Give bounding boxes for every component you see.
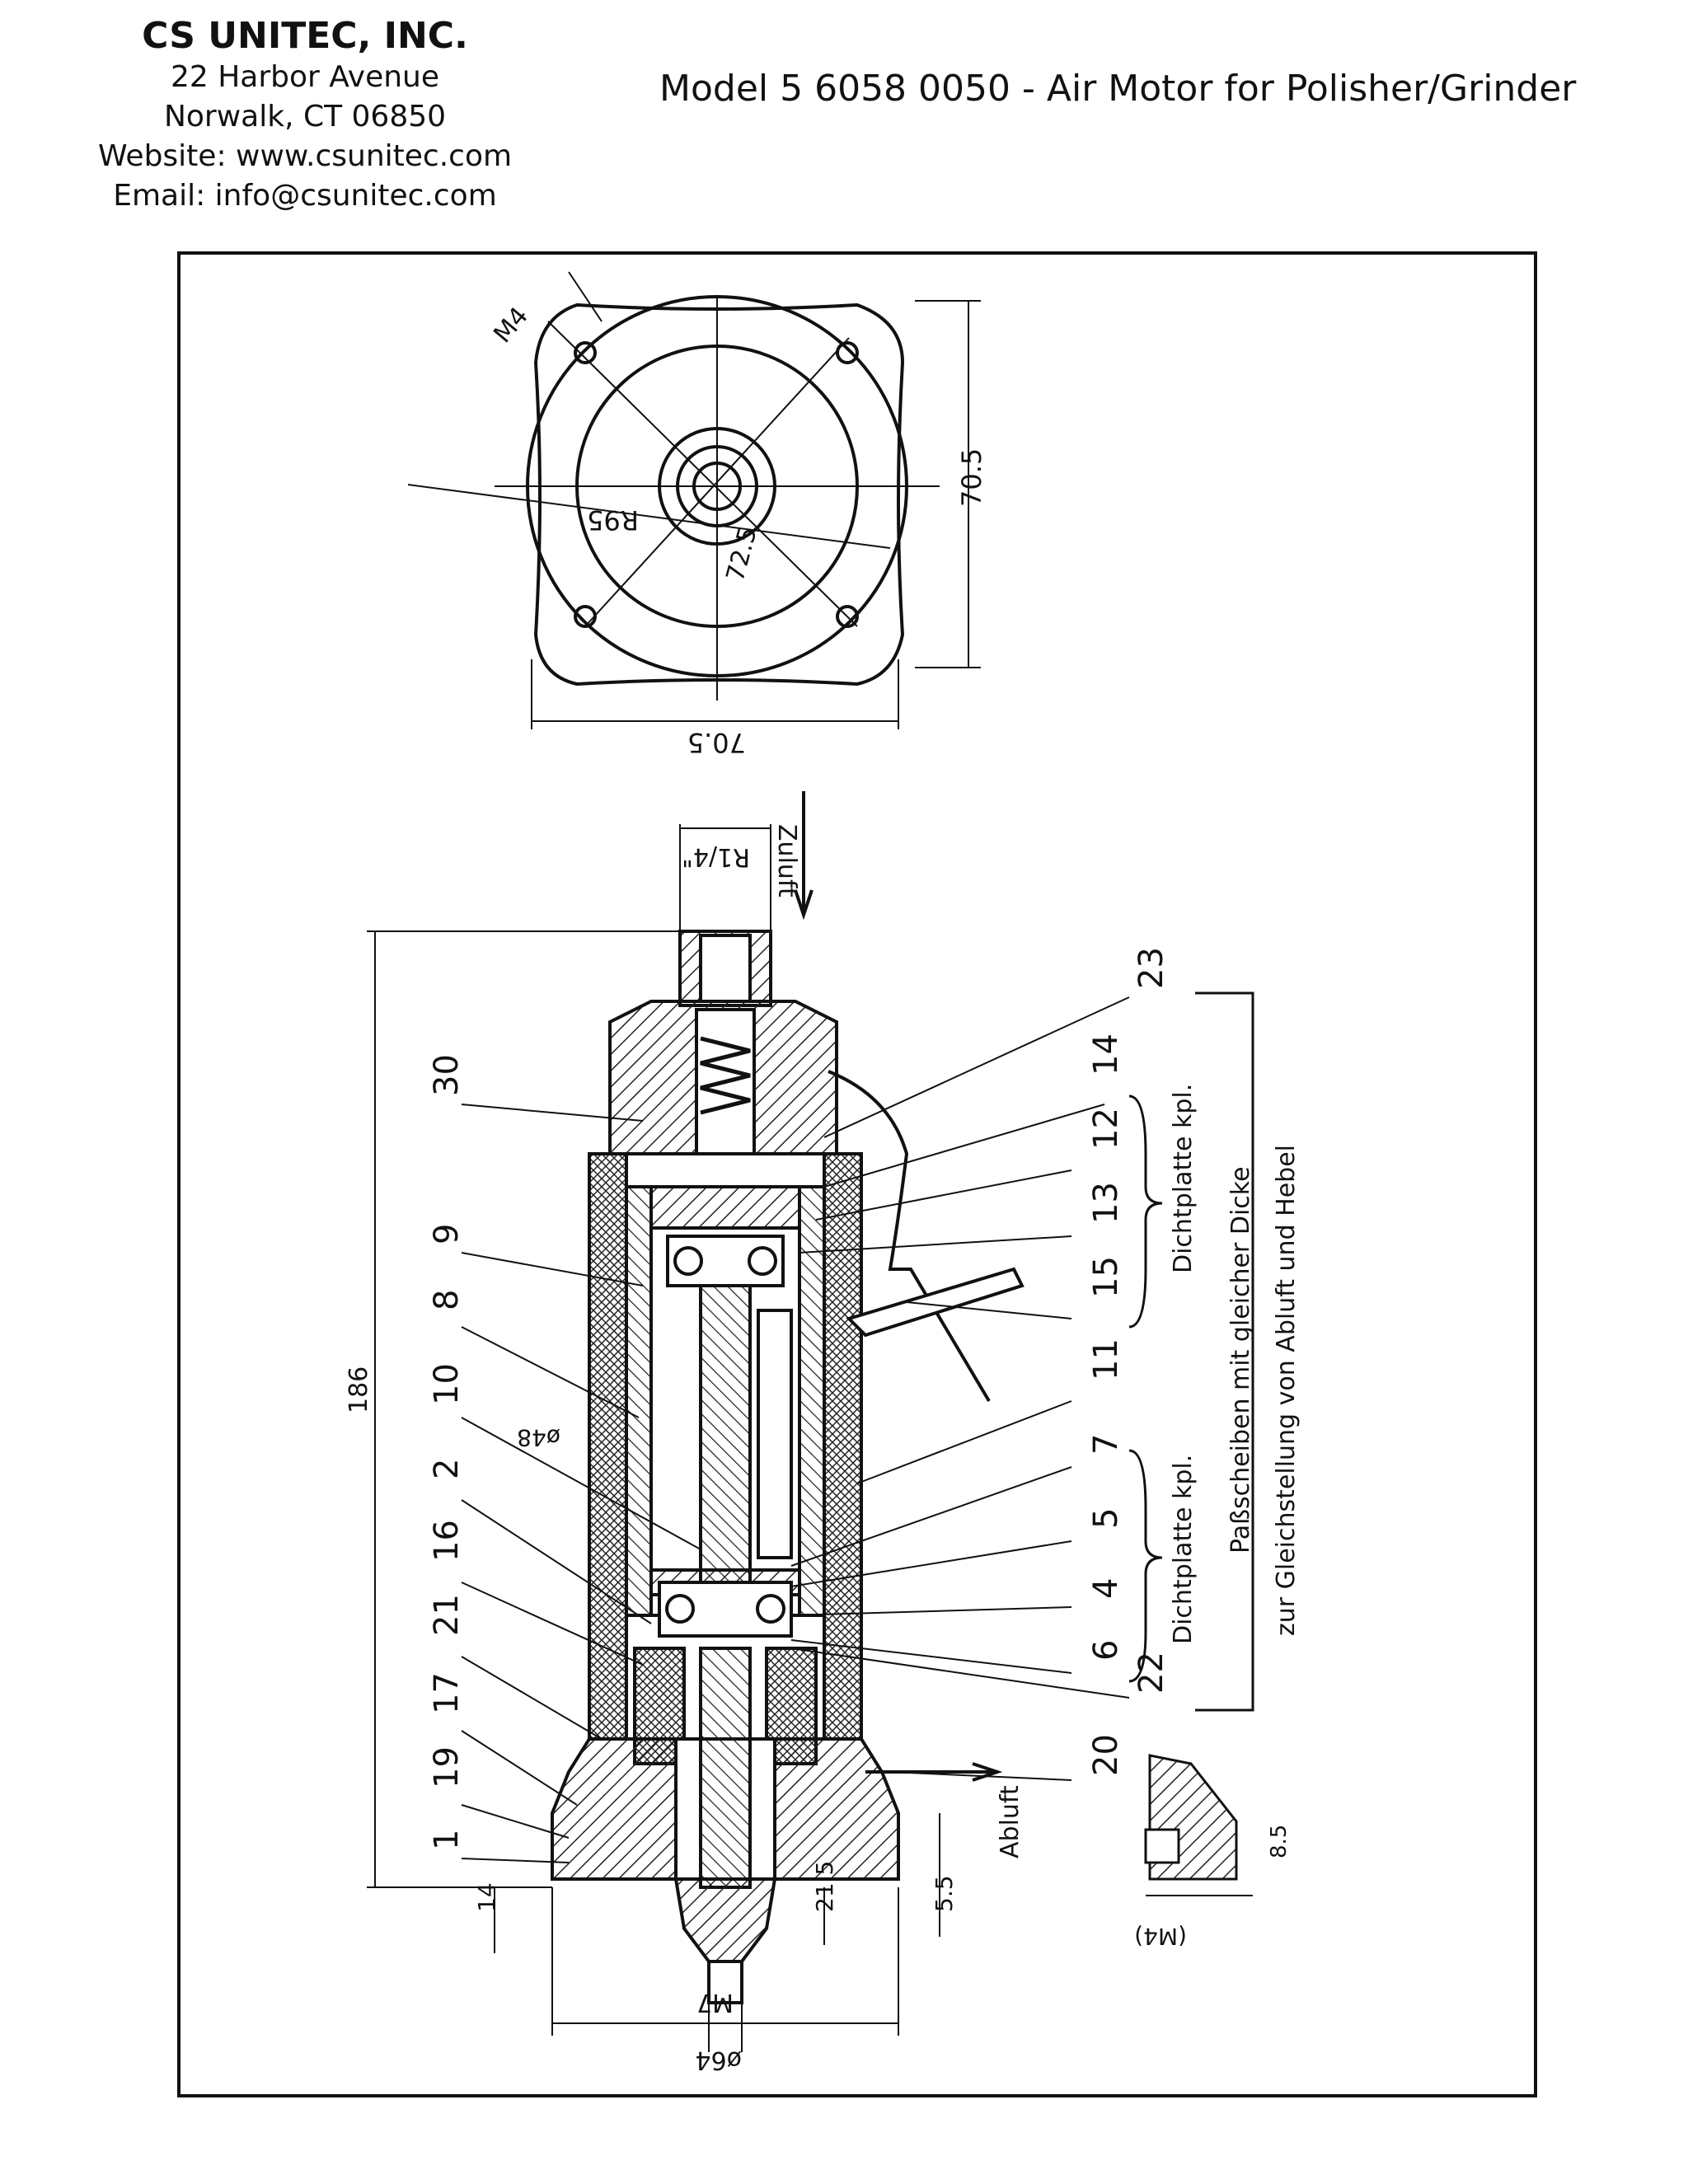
- part-number: 1: [428, 1830, 466, 1850]
- section-dimensions: [367, 824, 940, 2052]
- dim-14: 14: [473, 1882, 500, 1912]
- diag-line-2: [584, 337, 850, 627]
- drawing-frame: [177, 251, 1537, 2097]
- overall-length-dim: 186: [345, 1366, 373, 1413]
- radius-leader: [407, 484, 891, 549]
- detail-dim: 8.5: [1267, 1825, 1292, 1858]
- body-dia-dim: ø64: [695, 2046, 742, 2074]
- part-number: 11: [1087, 1338, 1125, 1380]
- exhaust-label: Abluft: [996, 1785, 1025, 1858]
- part-number: 17: [428, 1672, 466, 1714]
- left-part-numbers: 30 9 8 10 2 16 21 17 19 1: [428, 1054, 466, 1850]
- note-seal-1: Dichtplatte kpl.: [1169, 1084, 1198, 1273]
- detail-thread: (M4): [1134, 1923, 1187, 1950]
- part-number: 22: [1132, 1652, 1170, 1694]
- rotor: [699, 1284, 752, 1617]
- model-title: Model 5 6058 0050 - Air Motor for Polish…: [659, 68, 1577, 110]
- throttle-lever: [828, 1070, 991, 1403]
- part-number: 16: [428, 1520, 466, 1562]
- part-number: 20: [1087, 1734, 1125, 1776]
- spindle: [699, 1647, 752, 1889]
- braces: [1128, 991, 1254, 1712]
- top-view: [407, 271, 981, 729]
- part-number: 23: [1132, 947, 1170, 989]
- note-shims-2: zur Gleichstellung von Abluft und Hebel: [1272, 1145, 1301, 1636]
- top-height-dim: 70.5: [956, 448, 987, 507]
- housing-right-wall: [823, 1152, 863, 1741]
- part-number: 12: [1087, 1108, 1125, 1150]
- collet-nut: [673, 1877, 777, 1963]
- rear-plate: [649, 1185, 801, 1230]
- note-seal-2: Dichtplatte kpl.: [1169, 1455, 1198, 1644]
- bore-dia-dim: ø48: [517, 1424, 560, 1451]
- inlet-label: Zuluft: [772, 824, 801, 898]
- liner-left: [625, 1185, 653, 1617]
- top-radius-label: R95: [587, 504, 639, 536]
- vane: [757, 1309, 793, 1559]
- dim-5-5: 5.5: [931, 1875, 958, 1912]
- company-name: CS UNITEC, INC.: [142, 15, 468, 57]
- part-number: 14: [1087, 1033, 1125, 1076]
- valve-spring: [700, 1036, 751, 1115]
- part-number: 7: [1087, 1434, 1125, 1455]
- note-shims-1: Paßscheiben mit gleicher Dicke: [1226, 1166, 1255, 1554]
- inlet-thread-label: R1/4": [682, 842, 750, 871]
- section-view: [551, 791, 1025, 2004]
- part-number: 6: [1087, 1640, 1125, 1661]
- company-email: Email: info@csunitec.com: [113, 179, 497, 213]
- company-address-2: Norwalk, CT 06850: [163, 100, 447, 134]
- part-number: 2: [428, 1459, 466, 1479]
- company-block: CS UNITEC, INC. 22 Harbor Avenue Norwalk…: [58, 15, 552, 216]
- part-number: 30: [428, 1054, 466, 1096]
- lever-blade: [846, 1267, 1025, 1338]
- mount-hole-tl: [574, 341, 597, 364]
- shaft-tip: [707, 1960, 743, 2004]
- part-number: 8: [428, 1290, 466, 1310]
- part-number: 9: [428, 1224, 466, 1244]
- housing-left-wall: [588, 1152, 628, 1741]
- top-width-dim: 70.5: [687, 727, 746, 758]
- company-address-1: 22 Harbor Avenue: [170, 60, 440, 94]
- part-number: 5: [1087, 1508, 1125, 1529]
- part-number: 10: [428, 1363, 466, 1405]
- mount-hole-tr: [836, 341, 859, 364]
- mount-hole-br: [836, 605, 859, 628]
- part-number: 19: [428, 1746, 466, 1788]
- part-number: 4: [1087, 1578, 1125, 1599]
- part-number: 15: [1087, 1256, 1125, 1298]
- company-website: Website: www.csunitec.com: [97, 139, 513, 173]
- top-bolt-circle-label: 72.5: [721, 524, 763, 585]
- top-thread-label: M4: [488, 302, 534, 349]
- flange-outline: [533, 302, 905, 687]
- dim-21-5: 21.5: [811, 1861, 838, 1912]
- m4-leader: [568, 271, 603, 322]
- detail-view: [1144, 1754, 1253, 1896]
- right-part-numbers: 23 14 12 13 15 11 7 5 4 6 22 20: [1087, 947, 1170, 1776]
- part-leaders: [461, 996, 1130, 1863]
- part-number: 13: [1087, 1182, 1125, 1224]
- part-number: 21: [428, 1594, 466, 1636]
- shaft-thread-dim: M7: [696, 1988, 734, 2017]
- diag-line-1: [547, 321, 858, 627]
